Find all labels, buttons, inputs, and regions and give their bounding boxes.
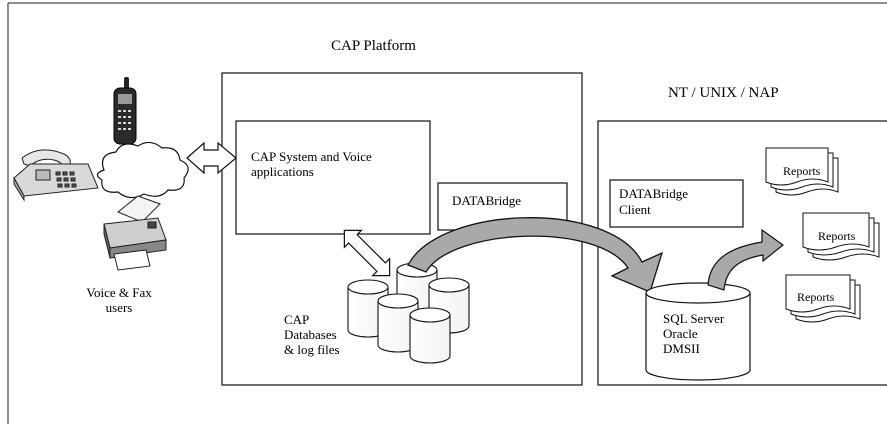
replication-arrow: [407, 217, 664, 293]
cap-db-label-line3: & log files: [284, 342, 340, 357]
host-platform-title: NT / UNIX / NAP: [668, 85, 779, 101]
report-stack: [765, 147, 839, 196]
reports-arrow: [707, 228, 784, 291]
dmsii-label: DMSII: [663, 341, 700, 356]
voice-to-db-arrow: [343, 229, 391, 277]
cell-phone-icon: [113, 77, 137, 145]
network-cloud-icon: [96, 141, 189, 199]
report-stack: [785, 274, 861, 323]
report-label: Reports: [797, 290, 835, 304]
outer-frame: [7, 2, 887, 424]
cap-db-label-line2: Databases: [284, 327, 337, 342]
cap-db-label-line1: CAP: [284, 312, 309, 327]
cap-platform-title: CAP Platform: [331, 38, 416, 54]
oracle-label: Oracle: [663, 326, 698, 341]
voice-applications-box: [235, 120, 431, 235]
voice-app-label-line1: CAP System and Voice: [251, 149, 372, 164]
report-stack: [802, 212, 880, 261]
databridge-client-box: [609, 179, 744, 228]
databridge-client-label-line2: Client: [619, 202, 651, 217]
users-to-voice-arrow: [186, 141, 237, 175]
users-label-line1: Voice & Fax: [86, 285, 152, 300]
fax-machine-icon: [103, 195, 167, 271]
sql-server-label: SQL Server: [663, 311, 725, 326]
sql-server-cylinder: [645, 282, 751, 381]
report-label: Reports: [818, 229, 856, 243]
desk-phone-icon: [13, 149, 99, 202]
cap-database-cylinders: [347, 262, 470, 364]
voice-app-label-line2: applications: [251, 164, 314, 179]
users-label-line2: users: [106, 300, 133, 315]
db-cylinder: [409, 307, 451, 364]
host-platform-box: [597, 120, 887, 386]
report-label: Reports: [783, 164, 821, 178]
databridge-label: DATABridge: [452, 193, 521, 208]
databridge-client-label-line1: DATABridge: [619, 186, 688, 201]
